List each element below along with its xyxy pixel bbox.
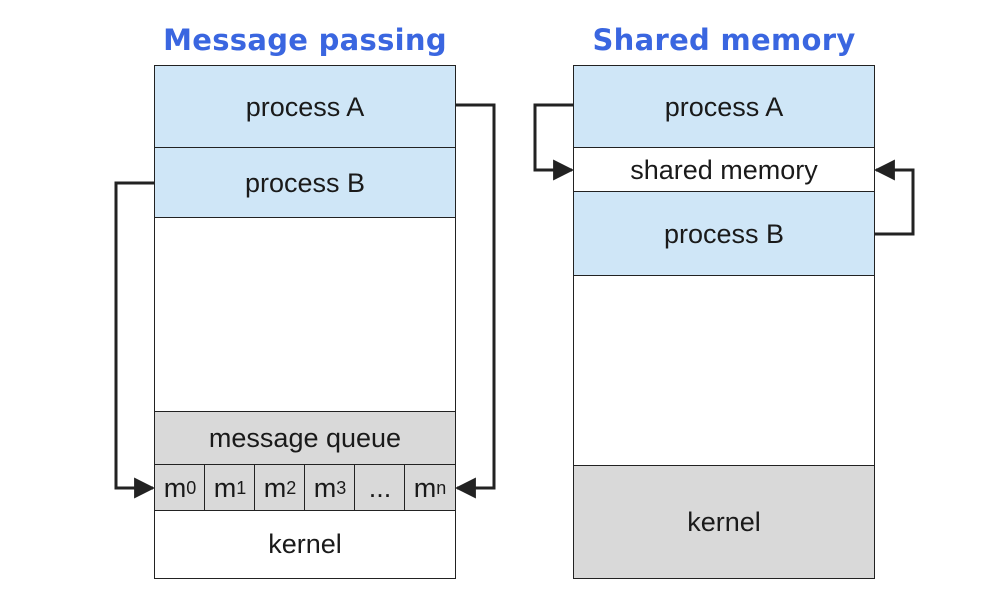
sm-process-b-to-shared-arrow [873, 159, 915, 236]
queue-cell-divider [254, 464, 255, 511]
mp-process-b-block: process B [155, 148, 455, 218]
shared-memory-title: Shared memory [592, 23, 856, 57]
mp-kernel-block: kernel [155, 511, 455, 578]
sm-free-space [574, 276, 874, 466]
sm-process-a-to-shared-arrow [533, 103, 575, 181]
sm-process-b-block: process B [574, 192, 874, 276]
mp-kernel-label: kernel [268, 529, 342, 559]
sm-divider [573, 191, 875, 192]
mp-process-a-label: process A [245, 91, 365, 122]
sm-kernel-label: kernel [687, 506, 761, 537]
queue-cell-ellipsis: ... [355, 465, 405, 511]
sm-process-a-label: process A [664, 91, 784, 122]
message-passing-title: Message passing [163, 23, 447, 57]
mp-process-a-to-queue-arrow [454, 103, 496, 499]
queue-cell-divider [204, 464, 205, 511]
mp-process-b-to-queue-arrow [114, 181, 156, 499]
shared-memory-label: shared memory [630, 154, 818, 185]
sm-divider [573, 275, 875, 276]
mp-process-a-block: process A [155, 66, 455, 148]
shared-memory-block: shared memory [574, 148, 874, 192]
sm-process-a-block: process A [574, 66, 874, 148]
queue-cell-divider [354, 464, 355, 511]
mp-divider [154, 217, 456, 218]
sm-process-b-label: process B [663, 218, 785, 249]
message-queue-block: message queue [155, 412, 455, 465]
mp-divider [154, 411, 456, 412]
mp-free-space [155, 218, 455, 412]
mp-process-b-label: process B [244, 167, 366, 198]
mp-divider [154, 510, 456, 511]
queue-cell-divider [304, 464, 305, 511]
sm-divider [573, 147, 875, 148]
sm-kernel-block: kernel [574, 466, 874, 578]
queue-cell-divider [404, 464, 405, 511]
sm-divider [573, 465, 875, 466]
message-queue-label: message queue [208, 423, 402, 453]
mp-divider [154, 464, 456, 465]
mp-divider [154, 147, 456, 148]
